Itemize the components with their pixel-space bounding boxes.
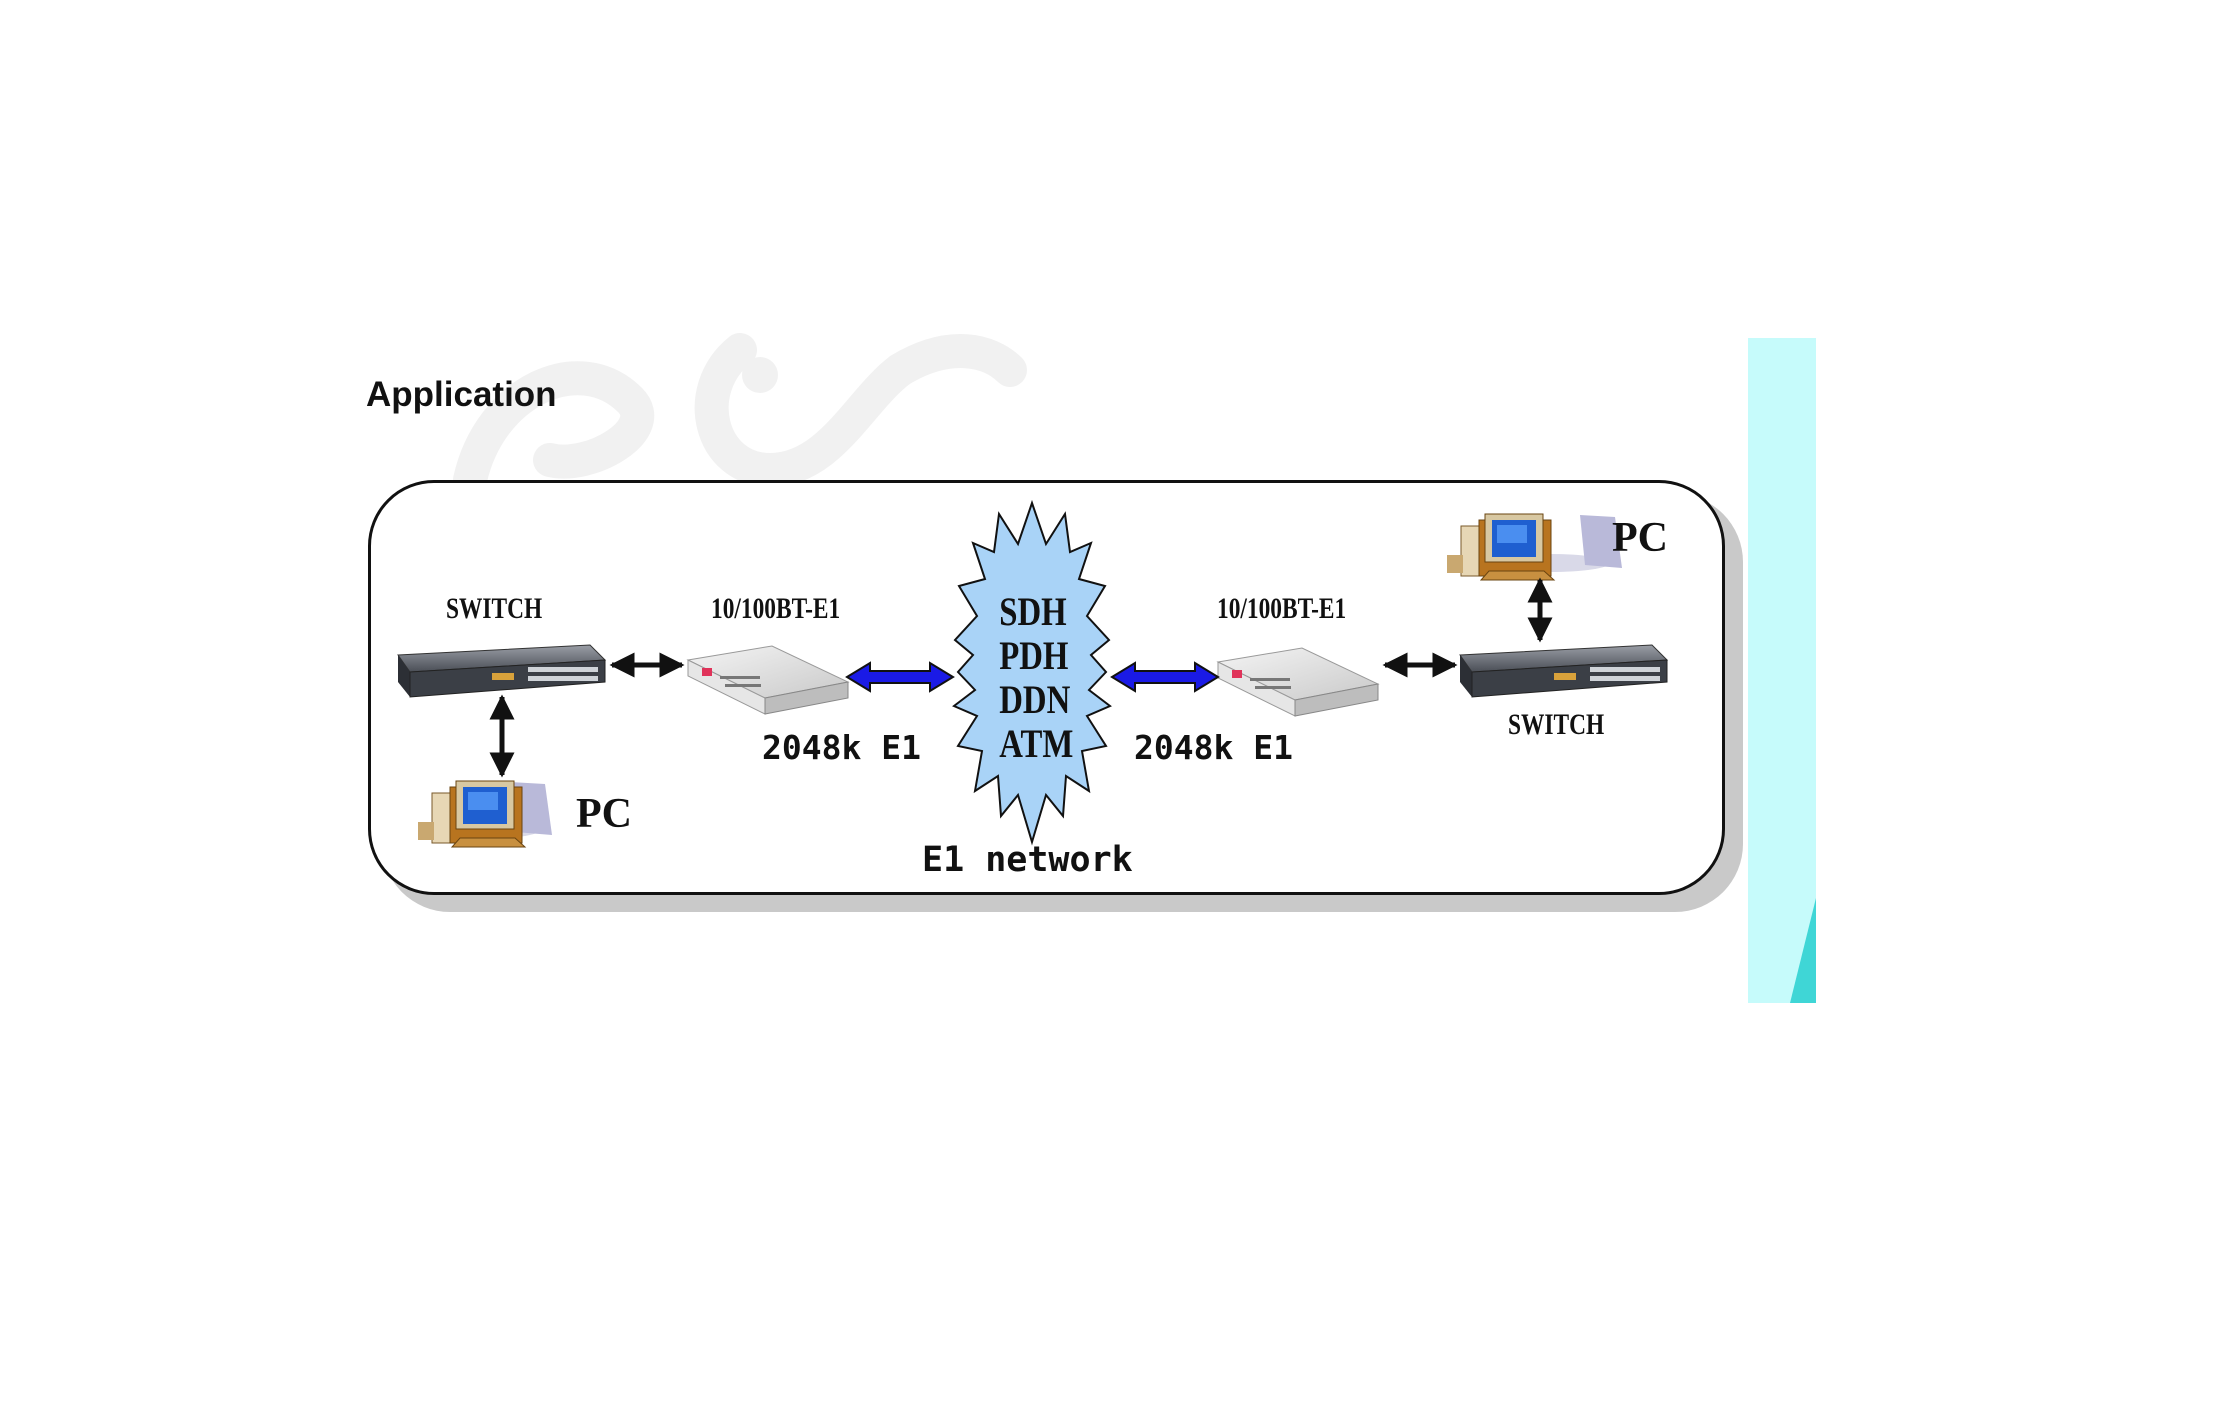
right-converter-icon <box>1216 647 1380 717</box>
network-type-ddn: DDN <box>999 677 1071 722</box>
right-pc-icon <box>1447 513 1622 581</box>
left-switch-icon <box>397 644 607 698</box>
network-type-sdh: SDH <box>999 589 1067 634</box>
network-type-pdh: PDH <box>999 633 1069 678</box>
network-label: E1 network <box>922 840 1133 880</box>
right-pc-label: PC <box>1612 515 1668 561</box>
left-converter-label: 10/100BT-E1 <box>711 592 841 625</box>
right-switch-label: SWITCH <box>1508 708 1605 741</box>
right-switch-icon <box>1459 644 1669 698</box>
right-converter-label: 10/100BT-E1 <box>1217 592 1347 625</box>
left-e1-link-arrow <box>845 661 955 693</box>
right-e1-link-arrow <box>1110 661 1220 693</box>
left-converter-icon <box>686 645 850 715</box>
side-decoration-band <box>1748 338 1816 1003</box>
e1-network-cloud <box>952 499 1112 846</box>
network-type-atm: ATM <box>999 721 1074 766</box>
network-types: SDH PDH DDN ATM <box>992 589 1074 766</box>
left-pc-label: PC <box>576 791 632 837</box>
left-rate-label: 2048k E1 <box>762 728 921 767</box>
watermark-logo <box>430 330 1050 490</box>
left-pc-icon <box>418 780 552 848</box>
right-rate-label: 2048k E1 <box>1134 728 1293 767</box>
section-title: Application <box>366 375 557 414</box>
left-switch-label: SWITCH <box>446 592 543 625</box>
